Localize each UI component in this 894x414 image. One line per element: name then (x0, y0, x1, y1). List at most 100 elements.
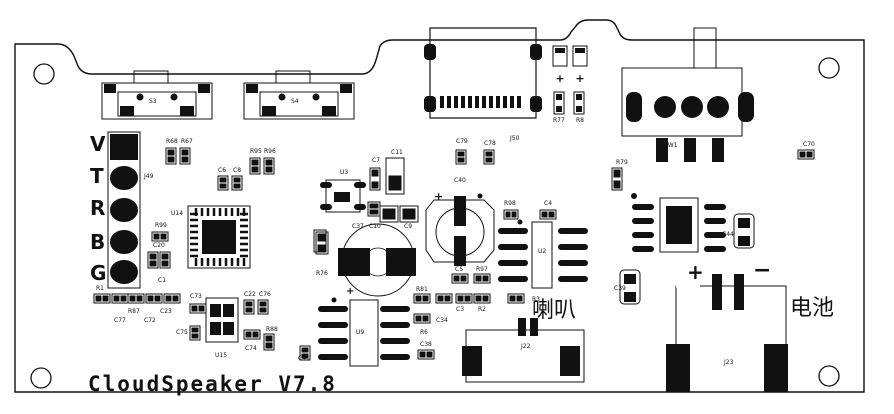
label-r67: R67 (181, 138, 193, 145)
label-r1: R1 (96, 285, 104, 292)
label-c1: C1 (158, 277, 167, 284)
label-r95: R95 (250, 148, 262, 155)
label-r88: R88 (266, 326, 278, 333)
chip-u3 (320, 179, 366, 213)
mounting-hole-tl (33, 63, 55, 85)
label-r68: R68 (166, 138, 178, 145)
label-c37: C37 (352, 223, 364, 230)
label-s4: S4 (291, 98, 299, 105)
chip-u9 (318, 297, 410, 367)
header-pin-label-t: T (90, 164, 104, 188)
label-c72: C72 (144, 317, 156, 324)
label-c22: C22 (244, 291, 256, 298)
label-c10: C10 (369, 223, 381, 230)
label-c40: C40 (454, 177, 466, 184)
battery-label: 电池 (790, 296, 835, 321)
capacitor-c40: + (425, 190, 495, 266)
label-c11: C11 (391, 149, 403, 156)
passive-pads (93, 147, 815, 361)
label-r3: R3 (532, 296, 540, 303)
diodes-d3-d2: + + (552, 45, 588, 115)
chip-u2 (498, 219, 588, 289)
board-outline (14, 19, 865, 393)
label-c9: C9 (404, 223, 413, 230)
label-c8: C8 (233, 167, 242, 174)
label-c73: C73 (190, 293, 202, 300)
label-r79: R79 (616, 159, 628, 166)
label-u14: U14 (171, 210, 184, 217)
label-c77: C77 (114, 317, 126, 324)
switch-s3 (101, 70, 213, 120)
mounting-hole-bl (30, 367, 52, 389)
label-r8: R8 (576, 117, 584, 124)
chip-power-right (631, 193, 726, 253)
label-r96: R96 (264, 148, 276, 155)
label-s3: S3 (149, 98, 157, 105)
label-c5: C5 (455, 266, 464, 273)
label-r98: R98 (504, 200, 516, 207)
label-j50: J50 (510, 135, 520, 142)
label-c38: C38 (420, 341, 432, 348)
battery-plus-sign: + (687, 260, 704, 284)
battery-minus-sign: − (753, 258, 772, 283)
mounting-hole-tr (818, 57, 840, 79)
svg-text:+: + (575, 72, 584, 85)
svg-text:+: + (346, 286, 354, 297)
mounting-hole-br (818, 365, 840, 387)
slide-switch-sw1 (621, 27, 754, 162)
label-c4: C4 (544, 200, 553, 207)
label-c23: C23 (160, 308, 172, 315)
label-r6: R6 (420, 329, 428, 336)
header-pin-label-g: G (90, 261, 107, 285)
label-c44: C44 (722, 231, 734, 238)
header-pin-label-b: B (90, 230, 106, 254)
svg-text:+: + (555, 72, 564, 85)
label-c7: C7 (372, 157, 381, 164)
label-c41: C41 (298, 355, 310, 362)
caps-top-middle (367, 157, 419, 223)
label-c76: C76 (259, 291, 271, 298)
label-r99: R99 (155, 222, 167, 229)
chip-u14 (187, 205, 251, 269)
label-c3: C3 (456, 306, 465, 313)
label-r2: R2 (478, 306, 486, 313)
label-c34: C34 (436, 317, 448, 324)
label-j49: J49 (144, 173, 154, 180)
label-c74: C74 (245, 345, 257, 352)
label-j23: J23 (724, 359, 734, 366)
usb-connector-j50 (424, 27, 542, 119)
header-pin-label-r: R (90, 196, 106, 220)
label-u15: U15 (215, 352, 228, 359)
label-c39: C39 (614, 285, 626, 292)
label-c79: C79 (456, 138, 468, 145)
label-c6: C6 (218, 167, 227, 174)
label-u9: U9 (356, 329, 365, 336)
label-r77: R77 (553, 117, 565, 124)
label-d2: D2 (576, 58, 585, 65)
label-c20: C20 (153, 242, 165, 249)
chip-u15 (205, 297, 239, 343)
label-sw1: SW1 (664, 142, 678, 149)
label-c75: C75 (176, 329, 188, 336)
board-title: CloudSpeaker V7.8 (88, 372, 337, 396)
svg-text:+: + (434, 190, 443, 203)
header-pin-label-v: V (90, 132, 106, 156)
label-c70: C70 (803, 141, 815, 148)
label-r81: R81 (416, 286, 428, 293)
battery-connector-j23 (666, 274, 788, 393)
label-u2: U2 (538, 248, 547, 255)
caps-right (619, 213, 755, 305)
pin-header-j49 (107, 131, 141, 289)
label-j22: J22 (521, 343, 531, 350)
label-d3: D3 (556, 58, 565, 65)
inductor-c37: + (313, 223, 416, 297)
speaker-label: 喇叭 (532, 298, 577, 323)
label-r87: R87 (128, 308, 140, 315)
label-r76: R76 (316, 270, 328, 277)
label-u3: U3 (340, 169, 349, 176)
label-r97: R97 (476, 266, 488, 273)
label-c78: C78 (484, 140, 496, 147)
speaker-connector-j22 (462, 318, 585, 383)
switch-s4 (243, 70, 355, 120)
